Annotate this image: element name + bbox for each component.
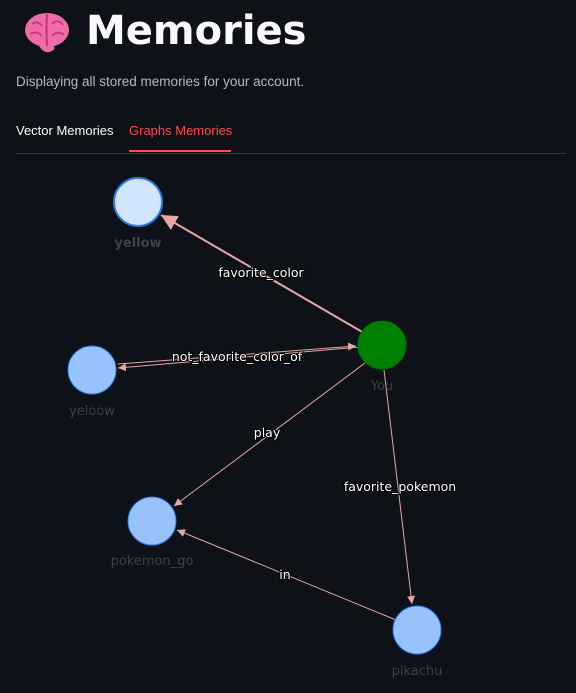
svg-text:pikachu: pikachu: [392, 664, 443, 679]
page-subtitle: Displaying all stored memories for your …: [16, 74, 305, 89]
svg-text:pokemon_go: pokemon_go: [111, 554, 194, 569]
tab-graphs-memories[interactable]: Graphs Memories: [129, 123, 233, 138]
page-header: Memories: [22, 6, 306, 56]
active-tab-indicator: [129, 150, 231, 152]
graph-node-yeloow[interactable]: yeloow: [67, 345, 117, 419]
page-title: Memories: [86, 8, 307, 54]
graph-edge-you-pikachu[interactable]: [383, 369, 416, 605]
graph-edge-pikachu-pokemon-go[interactable]: [176, 529, 397, 621]
graph-edge-you-pokemon-go[interactable]: [173, 362, 366, 507]
graph-node-you[interactable]: You: [357, 320, 407, 394]
svg-text:You: You: [370, 379, 393, 394]
graph-node-yellow[interactable]: yellow: [113, 177, 163, 251]
brain-icon: [22, 6, 72, 56]
graph-edge-you-yellow[interactable]: [160, 214, 365, 334]
memory-graph[interactable]: favorite_color not_favorite_color_of pla…: [0, 155, 576, 693]
graph-edge-yeloow-you[interactable]: [117, 342, 357, 365]
edge-label-not-favorite-color-of: not_favorite_color_of: [172, 349, 303, 364]
graph-node-pokemon-go[interactable]: pokemon_go: [111, 496, 194, 569]
graph-node-pikachu[interactable]: pikachu: [392, 605, 443, 679]
graph-edge-you-yeloow[interactable]: [117, 346, 361, 372]
edge-label-favorite-pokemon: favorite_pokemon: [344, 479, 456, 494]
edge-label-favorite-color: favorite_color: [218, 265, 304, 280]
edge-label-play: play: [254, 425, 281, 440]
edge-label-in: in: [279, 567, 290, 582]
svg-text:yellow: yellow: [114, 236, 161, 251]
tab-bar: Vector Memories Graphs Memories: [16, 120, 566, 154]
svg-text:yeloow: yeloow: [69, 404, 115, 419]
tab-vector-memories[interactable]: Vector Memories: [16, 123, 114, 138]
